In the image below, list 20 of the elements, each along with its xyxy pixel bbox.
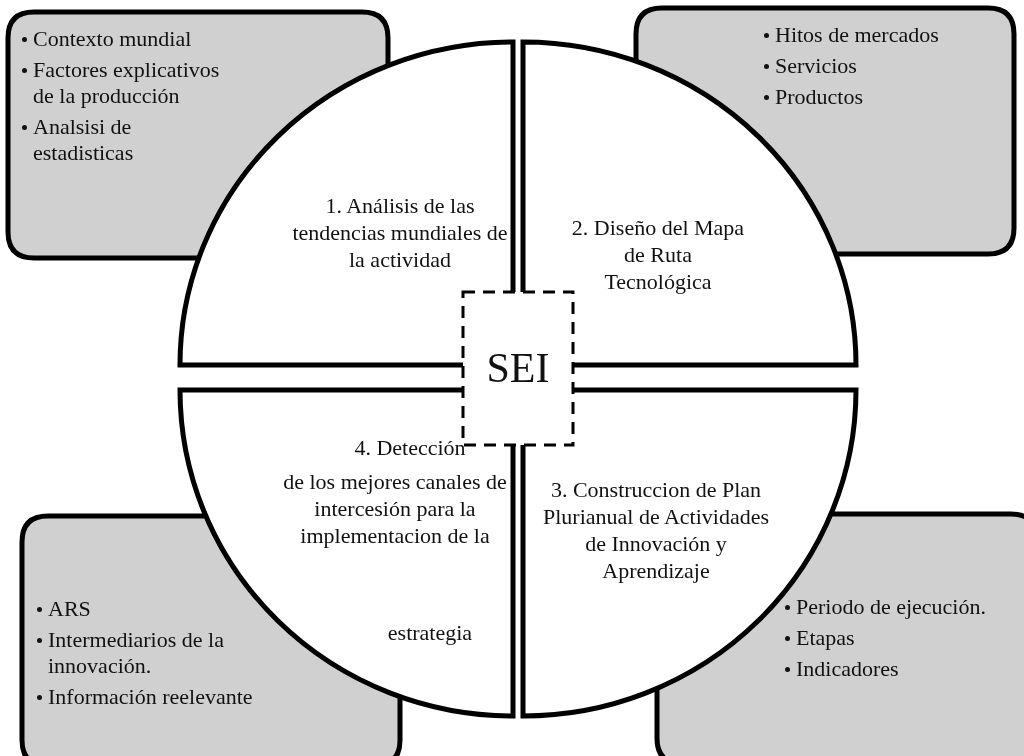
- bullet-text: Información reelevante: [48, 684, 253, 709]
- step-text: 4. Detección: [353, 434, 467, 461]
- bullet-text: Indicadores: [796, 656, 899, 681]
- bullet-text: ARS: [48, 596, 91, 621]
- step-text: 1. Análisis de las tendencias mundiales de la actividad: [291, 192, 509, 273]
- bullet-text: Periodo de ejecución.: [796, 594, 986, 619]
- step-text: 2. Diseño del Mapa de Ruta Tecnológica: [570, 214, 746, 295]
- bullet-text: Etapas: [796, 625, 855, 650]
- step-text: estrategia: [386, 619, 474, 646]
- bullet-text: Contexto mundial: [33, 26, 192, 51]
- center-box: [463, 292, 573, 445]
- bullet-text: Intermediarios de la innovación.: [48, 627, 224, 678]
- step-text: 3. Construccion de Plan Plurianual de Actividades de Innovación y Aprendizaje: [541, 476, 771, 584]
- bullet-text: Productos: [775, 84, 863, 109]
- bullet-text: Analsisi de estadisticas: [33, 114, 134, 165]
- bullet-text: Servicios: [775, 53, 857, 78]
- bullet-text: Factores explicativos de la producción: [33, 57, 220, 108]
- bullet-text: Hitos de mercados: [775, 22, 939, 47]
- center-label: SEI: [485, 344, 551, 392]
- step-text: de los mejores canales de intercesión para la implementacion de la: [282, 468, 508, 549]
